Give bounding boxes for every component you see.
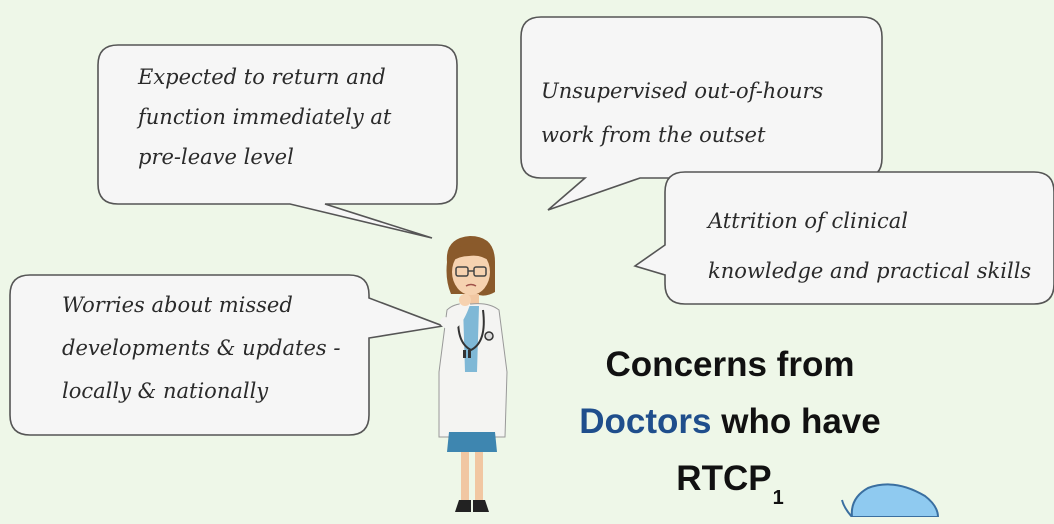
- headline-line-1: Concerns from: [605, 345, 855, 384]
- headline-line-2-rest: who have: [711, 402, 881, 441]
- thinking-doctor-figure: [438, 236, 508, 512]
- headline-subscript: 1: [772, 487, 784, 509]
- blue-fish-mascot: [841, 483, 940, 517]
- headline-line-3: RTCP1: [520, 453, 940, 524]
- bubble-worries: [9, 274, 447, 436]
- headline-accent: Doctors: [579, 402, 712, 441]
- headline-line-2: Doctors who have: [520, 396, 940, 448]
- bubble-unsupervised-text: Unsupervised out-of-hours work from the …: [541, 79, 824, 147]
- headline-acronym: RTCP: [676, 459, 772, 498]
- bubble-worries-text: Worries about missed developments & upda…: [62, 293, 341, 403]
- bubble-attrition: [633, 171, 1054, 305]
- bubble-expected: [97, 44, 458, 239]
- bubble-attrition-text: Attrition of clinical knowledge and prac…: [708, 209, 1032, 283]
- bubble-expected-text: Expected to return and function immediat…: [138, 65, 392, 169]
- bubble-unsupervised: [520, 16, 883, 211]
